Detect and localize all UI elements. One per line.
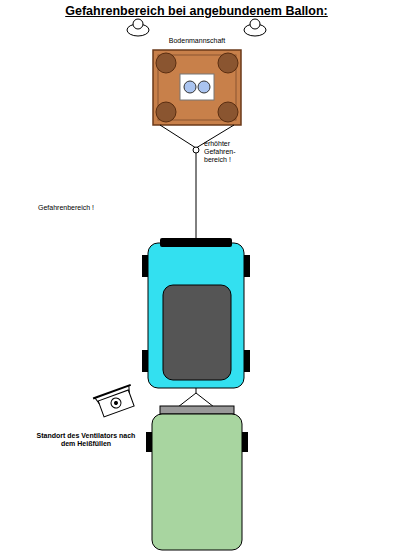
- fan-note: Standort des Ventilators nach dem Heißfü…: [34, 432, 138, 448]
- zone-label: Gefahrenbereich !: [38, 204, 128, 212]
- high-danger-zone-shape: [8, 42, 384, 418]
- trailer: [146, 388, 248, 550]
- car: [142, 238, 250, 388]
- diagram-title: Gefahrenbereich bei angebundenem Ballon:: [10, 4, 383, 18]
- high-danger-zone: erhöhter Gefahren- bereich !: [8, 42, 384, 418]
- basket: [153, 50, 241, 125]
- zone-label: erhöhter Gefahren- bereich !: [204, 140, 250, 164]
- crew-label: Bodenmannschaft: [156, 37, 238, 45]
- fan: [93, 385, 138, 418]
- ground-crew: [127, 19, 266, 36]
- danger-zone-shape: [8, 42, 384, 418]
- danger-zone: Gefahrenbereich ! erhöhter Gefahren- bere…: [8, 42, 384, 418]
